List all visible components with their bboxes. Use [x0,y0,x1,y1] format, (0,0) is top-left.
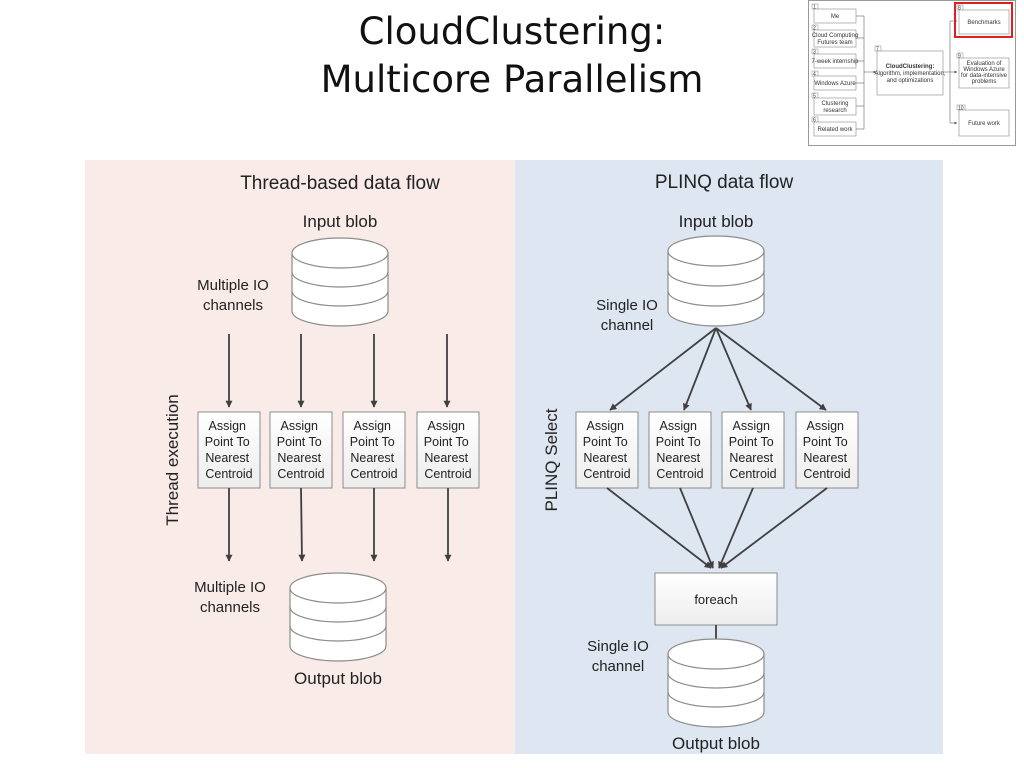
svg-text:5: 5 [813,94,816,100]
svg-text:2: 2 [813,26,816,32]
plinq-panel-title: PLINQ data flow [655,172,794,193]
thumb-item-benchmarks[interactable]: 8 Benchmarks [954,2,1013,38]
svg-text:Clustering: Clustering [821,101,848,107]
svg-text:8: 8 [958,6,961,12]
svg-text:CloudClustering:: CloudClustering: [886,64,935,70]
svg-text:and optimizations: and optimizations [887,78,934,84]
svg-text:Assign Point To: Assign Point To Nearest Centroid [205,419,253,481]
plinq-output-blob-label: Output blob [672,734,760,753]
thread-execution-label: Thread execution [163,394,182,525]
svg-text:Assign Point To: Assign Point To Nearest Centroid [803,419,851,481]
plinq-io-top-label-line-2: channel [601,317,654,334]
svg-text:1: 1 [813,5,816,11]
svg-text:Benchmarks: Benchmarks [967,20,1000,26]
plinq-arrow-out-1 [606,487,712,569]
svg-text:Futures team: Futures team [817,40,852,46]
svg-text:problems: problems [972,79,997,85]
slide-title-line-1: CloudClustering: [358,10,666,53]
svg-text:Assign Point To: Assign Point To Nearest Centroid [424,419,472,481]
svg-text:Assign Point To: Assign Point To Nearest Centroid [656,419,704,481]
svg-text:Future work: Future work [968,121,1001,127]
svg-text:3: 3 [813,50,816,56]
thumb-item-cloud-computing[interactable]: 2 Cloud Computing Futures team [811,24,858,48]
plinq-task-box-3: Assign Point To Nearest Centroid [721,411,785,489]
thread-arrow-out-2 [298,487,306,562]
svg-text:Assign Point To: Assign Point To Nearest Centroid [277,419,325,481]
svg-text:research: research [823,108,846,114]
thread-io-top-label-line-2: channels [203,297,263,314]
thumb-item-windows-azure[interactable]: 4 Windows Azure [811,70,856,91]
svg-text:Cloud Computing: Cloud Computing [812,33,858,39]
thumb-item-cloudclustering[interactable]: 7 CloudClustering: Algorithm, implementa… [874,45,946,96]
thread-io-bottom-label-line-2: channels [200,599,260,616]
plinq-arrow-in-3 [715,327,752,411]
plinq-input-blob-label: Input blob [679,212,754,231]
plinq-task-box-1: Assign Point To Nearest Centroid [575,411,639,489]
plinq-arrow-out-3 [718,487,754,569]
svg-text:Assign Point To: Assign Point To Nearest Centroid [583,419,631,481]
plinq-io-bottom-label-line-2: channel [592,658,645,675]
slide-title: CloudClustering: Multicore Parallelism [250,8,774,104]
svg-text:for data-intensive: for data-intensive [961,73,1008,79]
thread-panel-title: Thread-based data flow [240,173,440,194]
thumb-item-internship[interactable]: 3 7-week internship [811,48,859,69]
plinq-output-blob-cylinder [667,638,765,728]
thumb-item-future-work[interactable]: 10 Future work [956,104,1010,137]
plinq-arrow-in-4 [715,327,827,411]
svg-text:7-week internship: 7-week internship [811,59,859,65]
svg-text:Assign Point To: Assign Point To Nearest Centroid [729,419,777,481]
plinq-io-bottom-label-line-1: Single IO [587,638,649,655]
plinq-task-box-2: Assign Point To Nearest Centroid [648,411,712,489]
thread-input-blob-label: Input blob [303,212,378,231]
plinq-input-blob-cylinder [667,235,765,327]
svg-text:Assign Point To: Assign Point To Nearest Centroid [350,419,398,481]
svg-text:Windows Azure: Windows Azure [814,81,856,87]
thread-io-bottom-label-line-1: Multiple IO [194,579,266,596]
thread-task-box-4: Assign Point To Nearest Centroid [416,411,480,489]
plinq-task-box-4: Assign Point To Nearest Centroid [795,411,859,489]
thumb-item-evaluation[interactable]: 9 Evaluation of Windows Azure for data-i… [956,52,1010,89]
plinq-arrow-in-2 [683,327,717,411]
svg-text:9: 9 [958,54,961,60]
thread-task-box-1: Assign Point To Nearest Centroid [197,411,261,489]
svg-text:Algorithm, implementation,: Algorithm, implementation, [874,71,945,77]
plinq-arrow-in-1 [609,327,717,411]
plinq-select-label: PLINQ Select [542,408,561,511]
thread-based-panel: Thread-based data flow Input blob Multip… [163,173,480,688]
thumb-item-clustering-research[interactable]: 5 Clustering research [811,92,857,116]
thumb-current-slide-highlight [954,2,1013,38]
svg-text:Me: Me [831,14,840,20]
plinq-io-top-label-line-1: Single IO [596,297,658,314]
plinq-panel: PLINQ data flow Input blob Single IO cha… [542,172,859,753]
plinq-foreach-box: foreach [654,572,778,626]
svg-text:10: 10 [958,106,964,112]
thread-output-blob-label: Output blob [294,669,382,688]
thread-io-top-label-line-1: Multiple IO [197,277,269,294]
thread-input-blob-cylinder [291,237,389,327]
svg-text:Evaluation of: Evaluation of [967,61,1002,67]
svg-text:6: 6 [813,118,816,124]
svg-text:Windows Azure: Windows Azure [963,67,1005,73]
plinq-arrow-out-4 [720,487,828,569]
slide-title-line-2: Multicore Parallelism [320,58,704,101]
outline-thumbnail[interactable]: 1 Me 2 Cloud Computing Futures team 3 7-… [808,0,1016,146]
svg-text:Related work: Related work [817,127,853,133]
plinq-arrow-out-2 [679,487,714,569]
thread-task-box-3: Assign Point To Nearest Centroid [342,411,406,489]
svg-text:4: 4 [813,72,816,78]
svg-text:7: 7 [876,47,879,53]
thread-task-box-2: Assign Point To Nearest Centroid [269,411,333,489]
plinq-foreach-label: foreach [694,592,737,607]
thread-output-blob-cylinder [289,572,387,662]
